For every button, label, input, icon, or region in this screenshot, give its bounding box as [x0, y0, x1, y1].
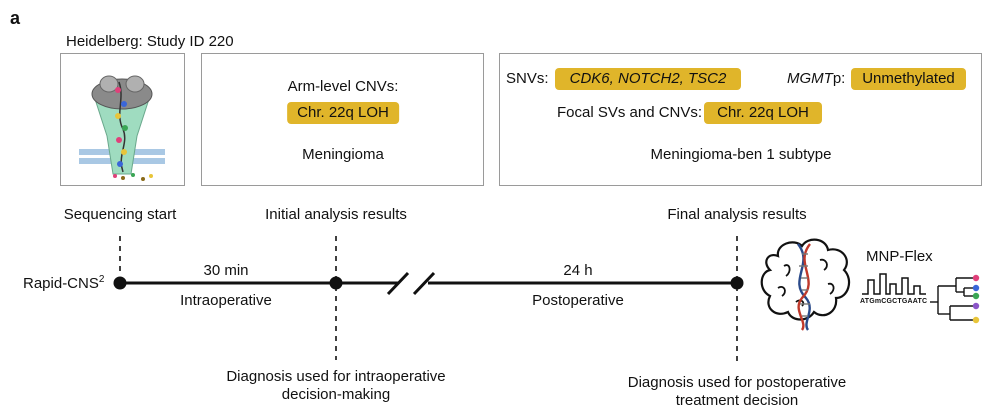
- final-diagnosis: Meningioma-ben 1 subtype: [650, 146, 832, 163]
- tree-leaf: [972, 274, 980, 282]
- arm-level-cnv-pill: Chr. 22q LOH: [287, 102, 399, 124]
- study-title: Heidelberg: Study ID 220: [66, 33, 234, 50]
- mnp-flex-icon: [862, 273, 980, 324]
- node-final: [730, 276, 744, 290]
- tree-leaf: [972, 302, 980, 310]
- mnp-sequence: ATGmCGCTGAATC: [860, 298, 928, 305]
- milestone-final-results: Final analysis results: [667, 206, 807, 223]
- focal-svs-pill: Chr. 22q LOH: [704, 102, 822, 124]
- tree-leaves: [972, 274, 980, 324]
- panel-letter: a: [10, 8, 21, 28]
- nanopore-icon: [79, 75, 165, 181]
- post-note-line2: treatment decision: [675, 392, 799, 409]
- tree-leaf: [972, 284, 980, 292]
- postoperative-diagnosis-note: Diagnosis used for postoperative treatme…: [628, 374, 846, 410]
- intra-note-line2: decision-making: [281, 386, 391, 403]
- post-note-line1: Diagnosis used for postoperative: [627, 374, 847, 391]
- intra-note-line1: Diagnosis used for intraoperative: [226, 368, 446, 385]
- intraoperative-diagnosis-note: Diagnosis used for intraoperative decisi…: [226, 368, 445, 404]
- rapid-cns-label: Rapid-CNS2: [23, 274, 104, 292]
- mgmt-label: MGMTp:: [787, 70, 845, 87]
- rapid-cns-text: Rapid-CNS: [23, 275, 99, 292]
- initial-analysis-box: Arm-level CNVs: Chr. 22q LOH Meningioma: [201, 53, 484, 186]
- mgmt-gene: MGMT: [787, 70, 833, 87]
- snvs-label: SNVs:: [506, 70, 549, 87]
- snvs-pill: CDK6, NOTCH2, TSC2: [555, 68, 741, 90]
- signal-trace: [862, 273, 926, 295]
- focal-svs-label: Focal SVs and CNVs:: [557, 104, 703, 121]
- tree-leaf: [972, 292, 980, 300]
- milestone-initial-results: Initial analysis results: [265, 206, 407, 223]
- classifier-tree: [930, 277, 973, 321]
- final-analysis-box: SNVs: CDK6, NOTCH2, TSC2 MGMTp: Unmethyl…: [499, 53, 982, 186]
- node-initial: [329, 276, 343, 290]
- interval-postoperative: 24 h: [563, 262, 593, 279]
- phase-intraoperative: Intraoperative: [180, 292, 272, 309]
- initial-diagnosis: Meningioma: [302, 146, 384, 163]
- interval-intraoperative: 30 min: [203, 262, 249, 279]
- tree-leaf: [972, 316, 980, 324]
- phase-postoperative: Postoperative: [532, 292, 624, 309]
- mnp-flex-label: MNP-Flex: [866, 248, 933, 265]
- milestone-sequencing-start: Sequencing start: [63, 206, 177, 223]
- break-mark-left: [386, 271, 410, 296]
- node-start: [113, 276, 127, 290]
- mgmt-suffix: p:: [832, 70, 846, 87]
- break-mark-right: [412, 271, 436, 296]
- sequencing-box: [60, 53, 185, 186]
- rapid-cns-superscript: 2: [98, 274, 105, 285]
- brain-dna-icon: [760, 238, 851, 331]
- arm-level-cnvs-label: Arm-level CNVs:: [287, 78, 399, 95]
- mgmt-status-pill: Unmethylated: [851, 68, 966, 90]
